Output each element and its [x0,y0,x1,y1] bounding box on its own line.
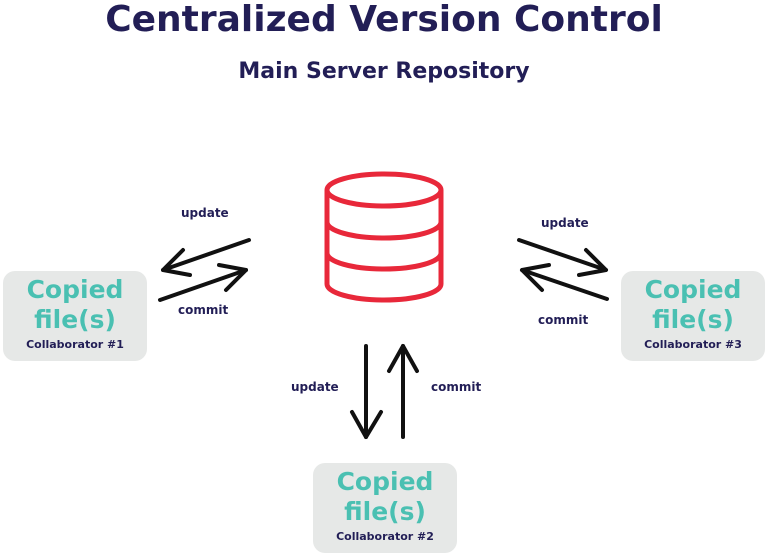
left-commit-arrow [158,263,248,302]
collaborator-1-title-line2: file(s) [34,305,116,334]
right-update-arrow [517,238,608,277]
left-update-arrow [161,238,251,277]
collaborator-1-label: Collaborator #1 [26,338,124,351]
bottom-commit-arrow [387,344,419,439]
bottom-update-label: update [291,380,339,394]
collaborator-3-title-line2: file(s) [652,305,734,334]
collaborator-1-title-line1: Copied [26,275,124,304]
right-update-label: update [541,216,589,230]
collaborator-3-label: Collaborator #3 [644,338,742,351]
collaborator-3-card: Copied file(s) Collaborator #3 [621,271,765,361]
collaborator-1-card: Copied file(s) Collaborator #1 [3,271,147,361]
database-icon [324,171,444,303]
left-update-label: update [181,206,229,220]
collaborator-2-card: Copied file(s) Collaborator #2 [313,463,457,553]
diagram-title: Centralized Version Control [105,0,663,40]
bottom-update-arrow [350,344,383,439]
left-commit-label: commit [178,303,229,317]
collaborator-3-title-line1: Copied [644,275,742,304]
bottom-commit-label: commit [431,380,482,394]
collaborator-2-title-line1: Copied [336,467,434,496]
server-label: Main Server Repository [238,59,530,84]
right-commit-arrow [520,263,609,301]
collaborator-2-title-line2: file(s) [344,497,426,526]
collaborator-2-label: Collaborator #2 [336,530,434,543]
right-commit-label: commit [538,313,589,327]
